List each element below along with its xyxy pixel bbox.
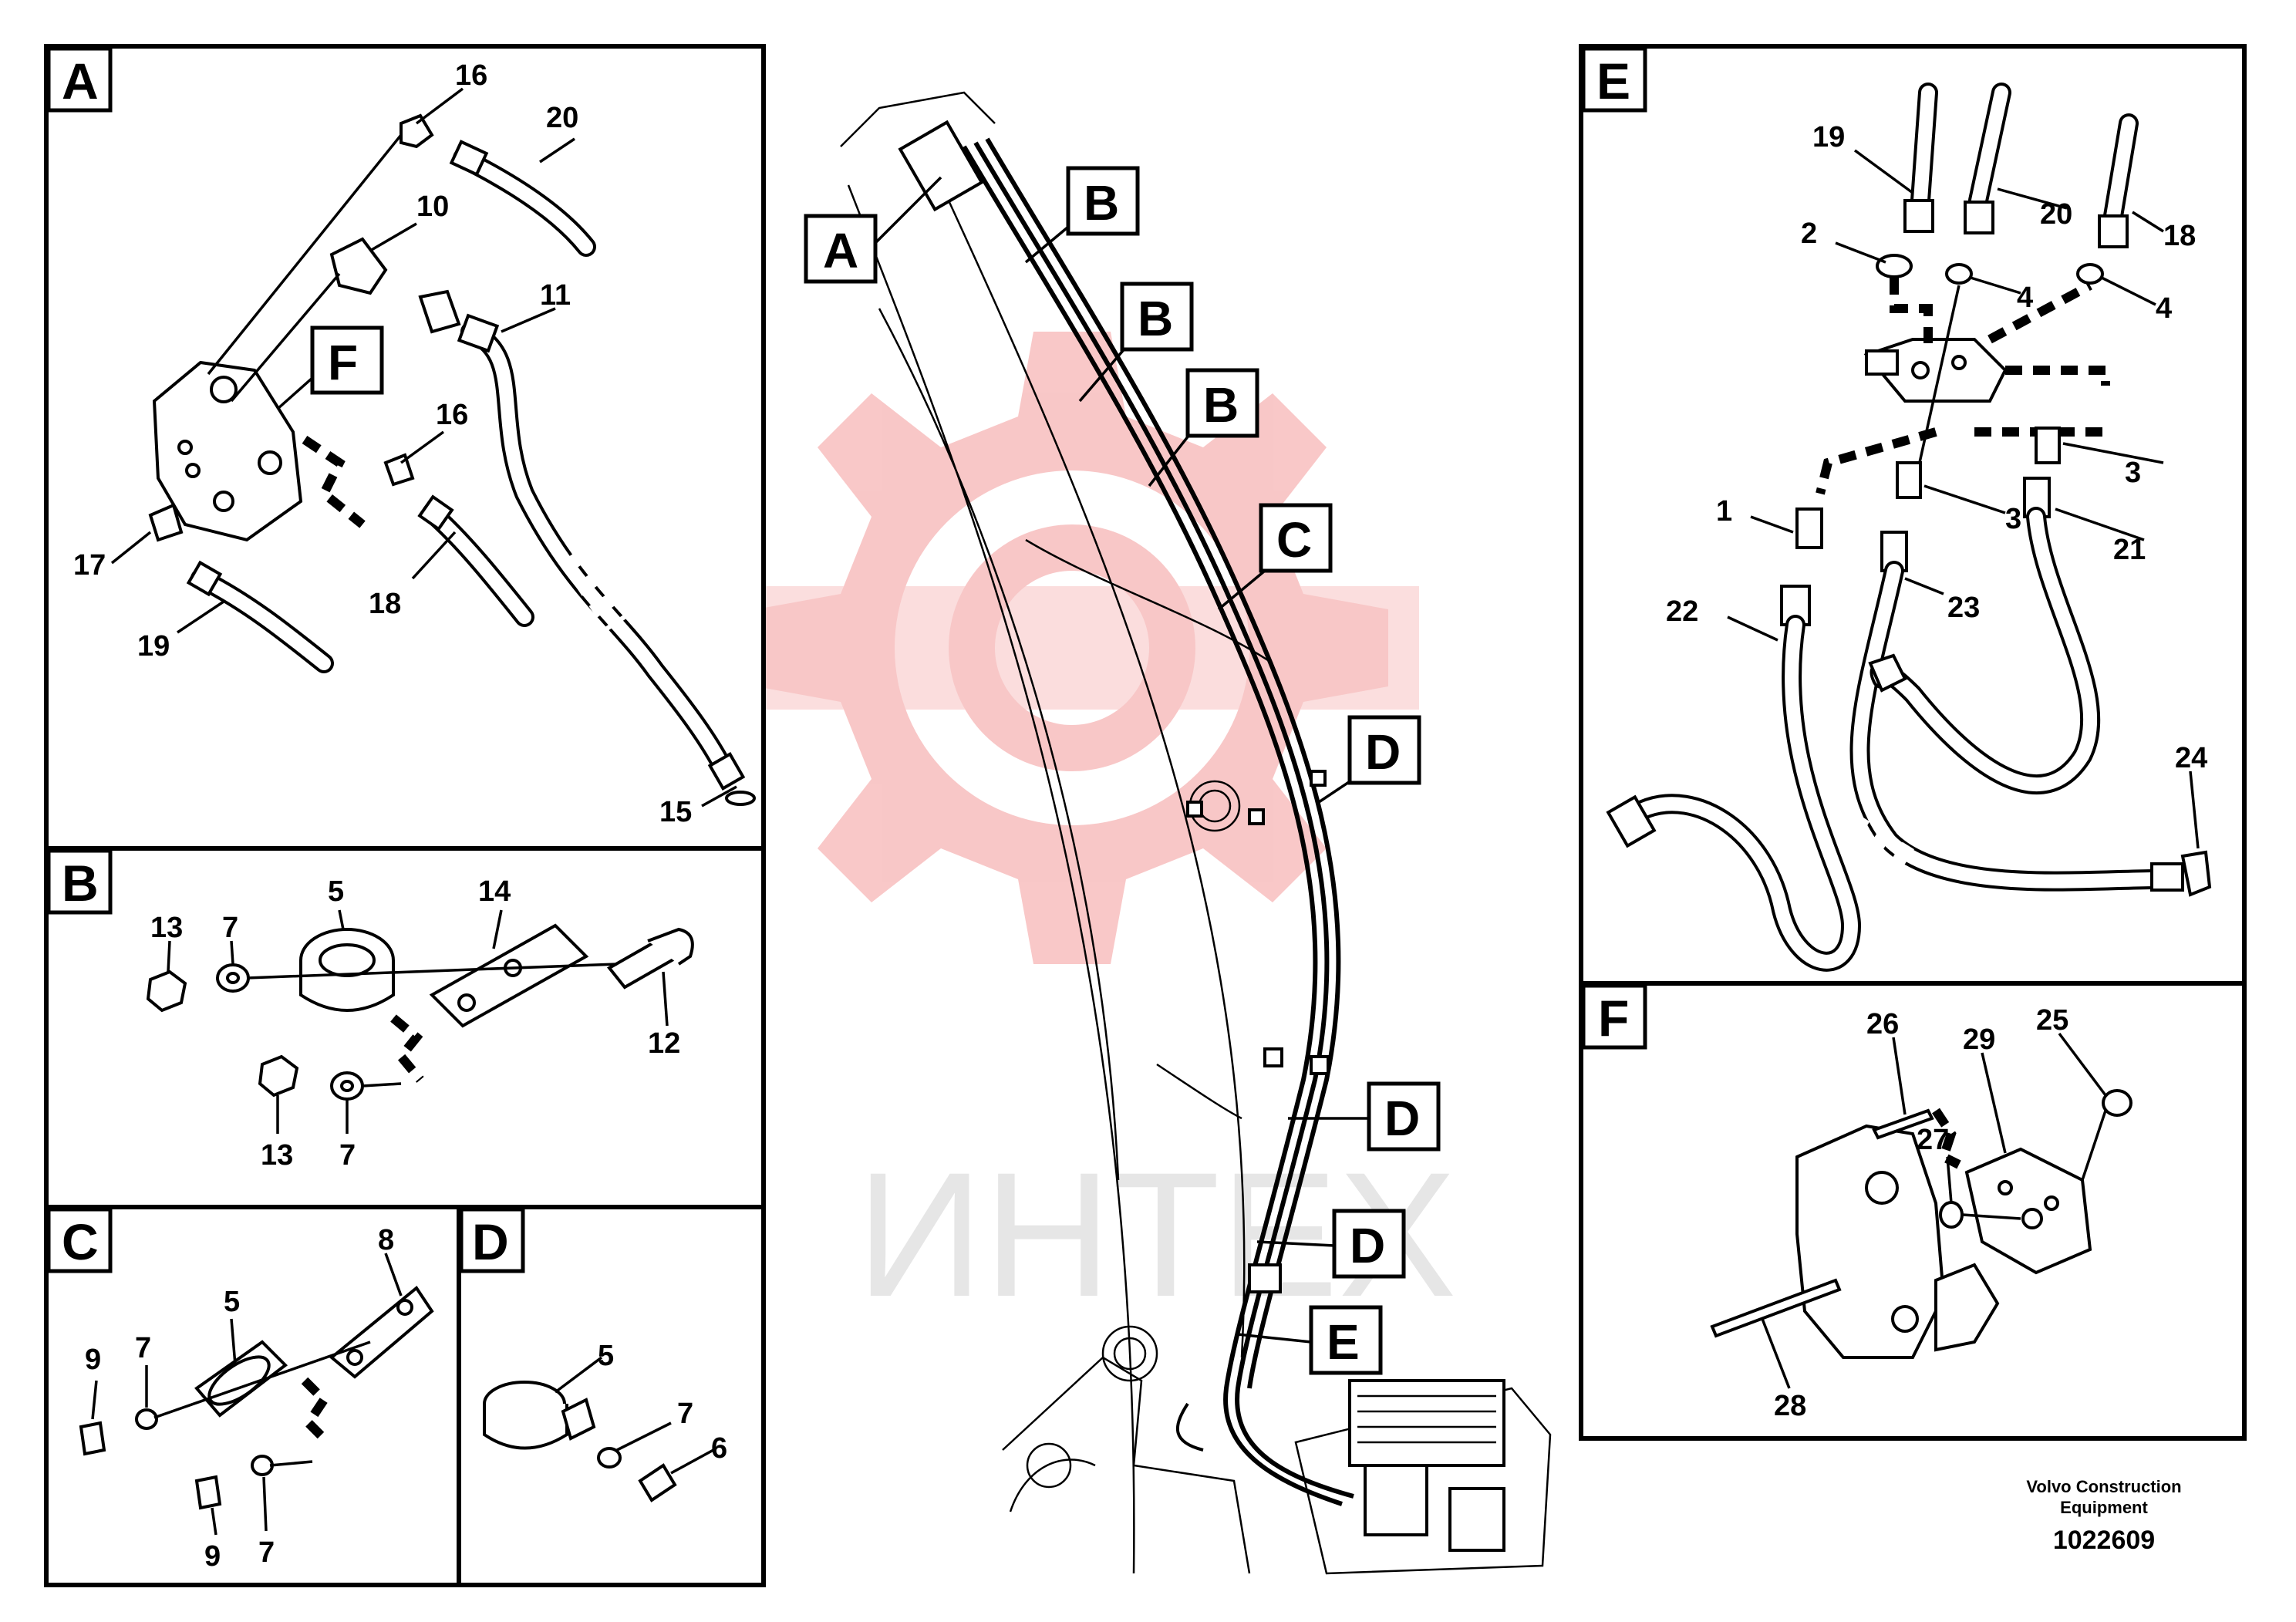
part-number-label: 10 xyxy=(416,191,449,223)
watermark-gear-icon xyxy=(725,332,1419,964)
part-number-label: 6 xyxy=(711,1432,727,1465)
part-number-label: B xyxy=(1138,291,1173,346)
main-tag-a xyxy=(804,214,878,284)
part-number-label: 17 xyxy=(73,549,106,582)
part-number-label: 22 xyxy=(1666,595,1698,628)
part-number-label: 14 xyxy=(478,875,511,908)
part-number-label: B xyxy=(1084,175,1119,231)
part-number-label: 5 xyxy=(224,1286,240,1318)
part-number-label: 18 xyxy=(369,588,401,620)
part-number-label: 16 xyxy=(436,399,468,431)
part-number-label: 12 xyxy=(648,1027,680,1060)
panel-d-label: D xyxy=(472,1213,509,1270)
panel-a-label: A xyxy=(62,52,99,110)
part-number-label: F xyxy=(328,335,358,390)
panel-d: D 5 7 6 xyxy=(457,1205,766,1587)
part-number-label: 18 xyxy=(2163,220,2196,252)
part-number-label: 3 xyxy=(2125,457,2141,489)
part-number-label: 20 xyxy=(2040,198,2072,231)
part-number-label: 21 xyxy=(2113,534,2146,566)
panel-c-label: C xyxy=(62,1213,99,1270)
part-number-label: 13 xyxy=(261,1139,293,1172)
part-number-label: 5 xyxy=(598,1340,614,1372)
panel-a: A xyxy=(44,44,766,851)
main-tag-b3 xyxy=(1185,368,1259,438)
part-number-label: C xyxy=(1276,512,1312,568)
main-tag-e xyxy=(1309,1305,1383,1375)
part-number-label: 2 xyxy=(1801,218,1817,250)
part-number-label: 9 xyxy=(204,1540,221,1573)
part-number-label: 23 xyxy=(1947,592,1980,624)
part-number-label: 4 xyxy=(2156,292,2172,325)
part-number-label: 29 xyxy=(1963,1023,1995,1056)
brand-line-2: Equipment xyxy=(2060,1498,2148,1517)
brand-line-1: Volvo Construction xyxy=(2026,1477,2181,1496)
part-number-label: 7 xyxy=(135,1332,151,1364)
panel-f: F 26 29 25 27 28 xyxy=(1579,981,2247,1441)
part-number-label: 7 xyxy=(339,1139,356,1172)
part-number-label: 5 xyxy=(328,875,344,908)
panel-e-label: E xyxy=(1596,52,1630,110)
doc-number: 1022609 xyxy=(2053,1526,2155,1555)
part-number-label: 3 xyxy=(2005,503,2021,535)
main-tag-d2 xyxy=(1367,1081,1441,1152)
part-number-label: 7 xyxy=(258,1536,275,1569)
main-tag-d3 xyxy=(1332,1209,1406,1279)
part-number-label: 19 xyxy=(137,630,170,663)
part-number-label: 4 xyxy=(2017,282,2033,314)
part-number-label: 15 xyxy=(659,796,692,828)
part-number-label: 1 xyxy=(1716,495,1732,528)
part-number-label: 11 xyxy=(540,279,571,312)
part-number-label: A xyxy=(823,223,858,278)
panel-e: E xyxy=(1579,44,2247,986)
part-number-label: 7 xyxy=(677,1398,693,1430)
panel-b-label: B xyxy=(62,855,99,912)
part-number-label: 20 xyxy=(546,102,578,134)
part-number-label: 8 xyxy=(378,1224,394,1256)
part-number-label: E xyxy=(1327,1314,1360,1370)
part-number-label: D xyxy=(1350,1218,1385,1273)
main-tag-b2 xyxy=(1120,282,1194,352)
part-number-label: 25 xyxy=(2036,1004,2068,1037)
part-number-label: D xyxy=(1365,724,1401,780)
main-tag-c xyxy=(1259,503,1333,573)
panel-f-label: F xyxy=(1598,990,1629,1047)
part-number-label: 16 xyxy=(455,59,487,92)
part-number-label: B xyxy=(1203,377,1239,433)
main-tags: A B B B C D D D E xyxy=(804,166,1441,1375)
panel-c: C 8 5 9 7 9 7 xyxy=(44,1205,461,1587)
part-number-label: 19 xyxy=(1812,121,1845,153)
part-number-label: D xyxy=(1384,1091,1420,1146)
part-number-label: 13 xyxy=(150,912,183,944)
part-number-label: 26 xyxy=(1866,1008,1899,1040)
part-number-label: 24 xyxy=(2175,742,2207,774)
part-number-label: 7 xyxy=(222,912,238,944)
panel-b: B 5 14 13 7 12 13 7 xyxy=(44,846,766,1209)
part-number-label: 28 xyxy=(1774,1390,1806,1422)
main-tag-b1 xyxy=(1066,166,1140,236)
part-number-label: 27 xyxy=(1917,1124,1949,1156)
main-tag-d1 xyxy=(1347,715,1421,785)
part-number-label: 9 xyxy=(85,1344,101,1376)
